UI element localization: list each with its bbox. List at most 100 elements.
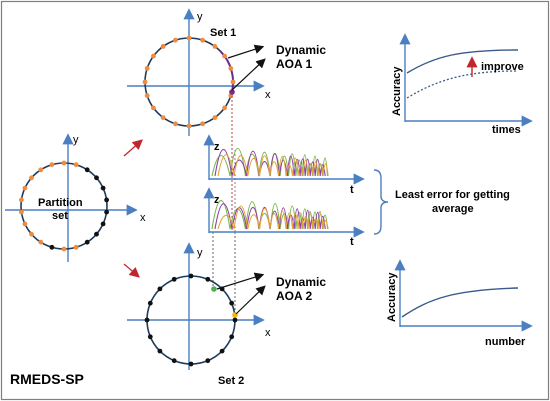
brace-text-line1: Least error for getting	[395, 189, 510, 201]
set2-dot	[205, 276, 211, 282]
set2-y-label: y	[197, 247, 203, 259]
wave-curve	[217, 205, 329, 230]
partition-dot	[19, 197, 24, 203]
set1-dot	[144, 66, 150, 71]
bottom-chart-xlabel: number	[485, 336, 526, 348]
partition-dot	[29, 231, 34, 237]
partition-dot	[104, 197, 109, 203]
partition-dot	[94, 175, 99, 181]
set1-dot	[212, 115, 218, 120]
set1-dot	[144, 93, 150, 98]
set1-y-label: y	[197, 11, 203, 23]
partition-y-label: y	[73, 134, 79, 146]
set2-x-label: x	[265, 327, 271, 339]
set2-label: Set 2	[218, 375, 244, 387]
set2-dot	[188, 361, 194, 367]
partition-set: y x Partition set	[5, 133, 146, 262]
set2-dot	[147, 334, 153, 340]
partition-dot	[29, 175, 34, 181]
set1-dot	[173, 121, 178, 127]
wave-top-curves	[211, 148, 329, 177]
partition-dot	[73, 162, 79, 168]
set1-pointer-arrow-2	[231, 58, 266, 91]
set1-dot	[160, 44, 166, 49]
set1-annotation-line2: AOA 1	[276, 57, 313, 71]
bottom-chart-ylabel: Accuracy	[386, 272, 398, 322]
wave-curve	[214, 149, 326, 177]
brace	[373, 169, 389, 235]
set1-dot	[151, 53, 156, 59]
set1-dot	[222, 105, 228, 111]
set2-dot	[171, 276, 177, 282]
set2-dot	[219, 348, 225, 354]
accuracy-chart-bottom: Accuracy number	[386, 259, 533, 348]
set2-green-dot	[211, 286, 217, 292]
partition-dot	[38, 239, 44, 245]
set2-dot	[232, 317, 238, 323]
set2-annotation-line1: Dynamic	[276, 275, 326, 289]
wave-top-z-label: z	[214, 141, 220, 153]
wave-plot-bottom: z t	[203, 187, 365, 248]
set2-dot	[205, 358, 211, 364]
wave-plot-top: z t	[203, 134, 365, 196]
partition-dot	[104, 209, 109, 215]
set2-annotation-line2: AOA 2	[276, 289, 313, 303]
set1-dot	[200, 37, 206, 43]
partition-dots	[19, 160, 109, 252]
partition-dot	[49, 244, 55, 250]
set2-dot	[229, 300, 235, 306]
set1-label: Set 1	[210, 27, 236, 39]
wave-curve	[211, 199, 329, 230]
set2-dot	[147, 300, 153, 306]
set1-dot	[228, 66, 234, 71]
set1-dot	[186, 123, 192, 129]
set1-dot	[151, 105, 156, 111]
set2-dot	[229, 334, 235, 340]
set1-dots	[142, 35, 236, 129]
set1-dot	[173, 37, 178, 43]
partition-dot	[22, 221, 28, 227]
brace-text-line2: average	[432, 203, 474, 215]
partition-label-line2: set	[52, 210, 68, 222]
top-chart-ylabel: Accuracy	[391, 66, 403, 116]
wave-top-t-label: t	[350, 184, 354, 196]
partition-dot	[100, 185, 106, 191]
wave-bottom-z-label: z	[214, 194, 220, 206]
partition-dot	[49, 162, 55, 168]
set2-dot	[188, 273, 194, 279]
partition-x-label: x	[140, 212, 146, 224]
set1-dot	[186, 35, 192, 41]
partition-dot	[61, 160, 67, 166]
set1: y x Set 1 Dynamic AOA 1	[127, 8, 326, 136]
top-chart-curve-improved	[406, 49, 519, 74]
set2-dot	[144, 317, 150, 323]
set1-dot	[142, 79, 148, 85]
set1-dot	[160, 115, 166, 120]
accuracy-chart-top: improve Accuracy times	[391, 33, 533, 136]
set2-pointer-arrow-1	[216, 272, 265, 290]
partition-dot	[61, 246, 67, 252]
top-chart-annotation: improve	[481, 61, 524, 73]
set1-dot	[222, 53, 228, 59]
wave-curve	[217, 154, 329, 177]
top-chart-curve-baseline	[406, 70, 519, 99]
partition-dot	[84, 167, 90, 173]
set1-x-label: x	[265, 89, 271, 101]
bottom-chart-curve	[401, 287, 519, 318]
red-arrow-up	[123, 139, 143, 157]
red-arrow-down	[123, 263, 140, 278]
wave-bottom-t-label: t	[350, 236, 354, 248]
set1-dot	[212, 44, 218, 49]
partition-dot	[19, 209, 24, 215]
partition-label-line1: Partition	[38, 197, 83, 209]
set2-dot	[157, 286, 163, 292]
partition-dot	[38, 167, 44, 173]
set2-dot	[171, 358, 177, 364]
set2: y x Dynamic AOA 2 Set 2	[127, 242, 326, 387]
set1-pointer-arrow-1	[227, 44, 265, 59]
set1-dot	[200, 121, 206, 127]
partition-dot	[94, 231, 99, 237]
